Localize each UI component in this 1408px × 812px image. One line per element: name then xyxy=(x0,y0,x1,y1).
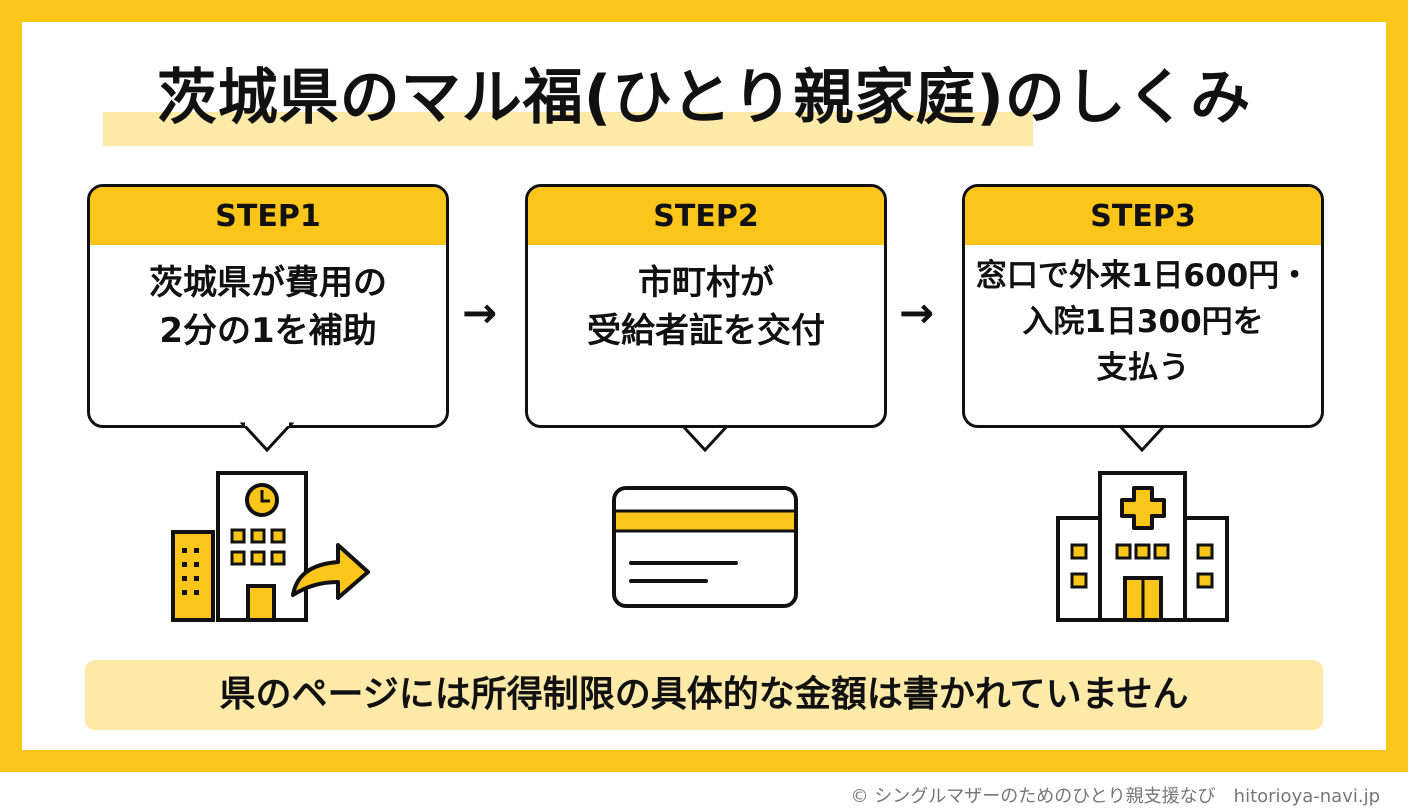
step-1-tail xyxy=(239,422,295,453)
step-1-card: STEP1 茨城県が費用の 2分の1を補助 xyxy=(87,184,449,428)
government-building-icon xyxy=(171,471,370,622)
step-3-card: STEP3 窓口で外来1日600円・ 入院1日300円を 支払う xyxy=(962,184,1324,428)
income-limit-note: 県のページには所得制限の具体的な金額は書かれていません xyxy=(85,660,1323,730)
step-1-label: STEP1 xyxy=(90,187,446,245)
hospital-icon xyxy=(1056,471,1229,622)
step-2-box: STEP2 市町村が 受給者証を交付 xyxy=(525,184,887,428)
step-2-text: 市町村が 受給者証を交付 xyxy=(587,263,825,351)
id-card-icon xyxy=(612,486,798,608)
arrow-1-icon: → xyxy=(462,288,498,337)
step-3-label: STEP3 xyxy=(965,187,1321,245)
copyright-footer: © シングルマザーのためのひとり親支援なび hitorioya-navi.jp xyxy=(850,786,1381,807)
step-2-label: STEP2 xyxy=(528,187,884,245)
step-2-card: STEP2 市町村が 受給者証を交付 xyxy=(525,184,887,428)
step-3-box: STEP3 窓口で外来1日600円・ 入院1日300円を 支払う xyxy=(962,184,1324,428)
step-3-text: 窓口で外来1日600円・ 入院1日300円を 支払う xyxy=(975,258,1311,386)
step-1-text: 茨城県が費用の 2分の1を補助 xyxy=(149,263,387,351)
arrow-2-icon: → xyxy=(899,288,935,337)
page-title: 茨城県のマル福(ひとり親家庭)のしくみ xyxy=(156,63,1252,133)
title-highlight xyxy=(103,112,1033,146)
step-1-box: STEP1 茨城県が費用の 2分の1を補助 xyxy=(87,184,449,428)
